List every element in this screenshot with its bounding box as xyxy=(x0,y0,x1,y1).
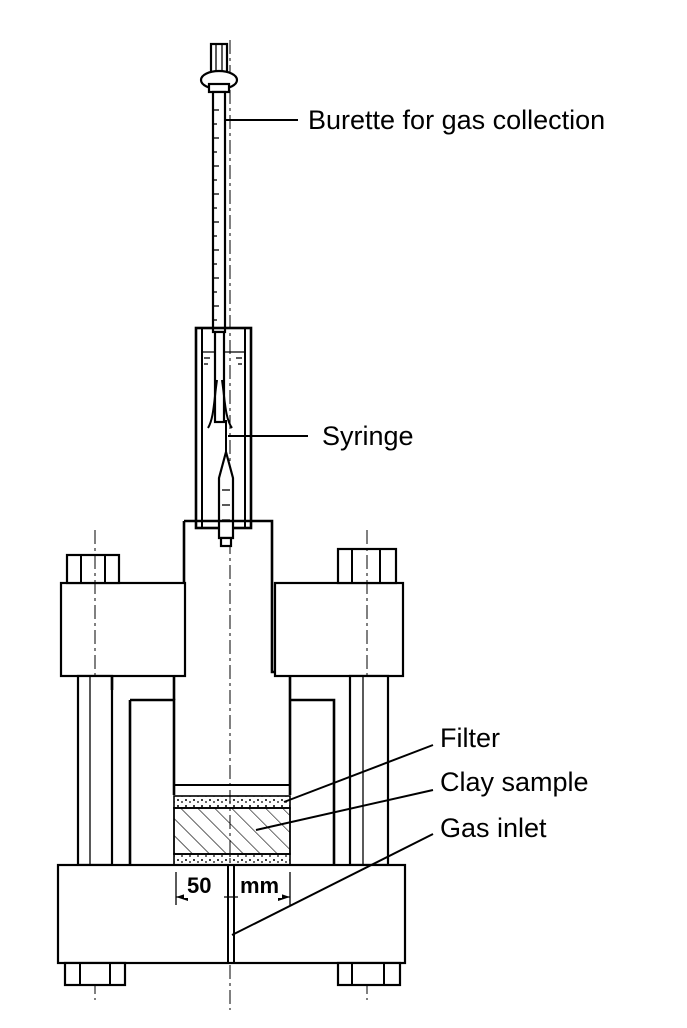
gas-inlet-label: Gas inlet xyxy=(440,813,547,843)
burette xyxy=(199,42,239,334)
dimension-unit: mm xyxy=(240,873,279,898)
syringe-label: Syringe xyxy=(322,421,414,451)
filter-layer xyxy=(173,795,291,809)
filter-label: Filter xyxy=(440,723,500,753)
syringe xyxy=(217,420,235,548)
dimension-50mm: 50 mm xyxy=(175,872,291,905)
upper-column xyxy=(172,519,292,700)
gas-inlet-leader xyxy=(231,833,434,936)
right-rod xyxy=(288,674,390,867)
base-plate xyxy=(56,863,407,987)
sample-chamber xyxy=(173,784,291,867)
clay-sample-label: Clay sample xyxy=(440,767,589,797)
left-rod xyxy=(76,674,176,867)
dimension-value: 50 xyxy=(187,873,211,898)
clay-sample-layer xyxy=(173,807,291,855)
left-clamp-plate xyxy=(59,530,187,1000)
burette-label: Burette for gas collection xyxy=(308,105,605,135)
clay-sample-leader xyxy=(255,789,434,831)
filter-leader xyxy=(283,744,434,803)
